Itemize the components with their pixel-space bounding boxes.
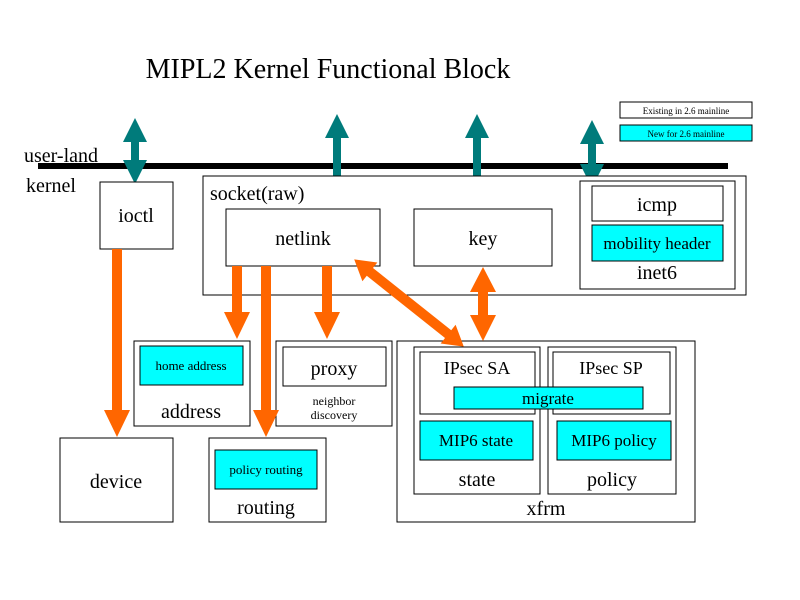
kernel-label: kernel	[26, 175, 76, 197]
ioctl-label: ioctl	[118, 205, 154, 227]
xfrm-label: xfrm	[527, 498, 566, 520]
arrow-netlink-to-proxy	[314, 266, 340, 339]
netlink-block	[225, 208, 381, 267]
user-land-label: user-land	[24, 145, 98, 167]
icmp-label: icmp	[637, 194, 677, 216]
inet6-label: inet6	[637, 262, 677, 284]
address-label: address	[161, 401, 221, 423]
ioctl-block	[99, 181, 174, 250]
device-label: device	[90, 471, 142, 493]
ipsec-sp-label: IPsec SP	[579, 358, 643, 378]
arrow-netlink-to-address	[224, 266, 250, 339]
legend: Existing in 2.6 mainline New for 2.6 mai…	[619, 101, 753, 142]
arrow-ioctl-to-device	[104, 249, 130, 437]
neighbor-discovery-label-1: neighbor	[313, 394, 356, 408]
ipsec-sa-label: IPsec SA	[444, 358, 511, 378]
mip6-state-block	[419, 420, 534, 461]
key-block	[413, 208, 553, 267]
state-label: state	[459, 469, 496, 491]
routing-label: routing	[237, 497, 295, 519]
arrow-netlink-to-routing	[253, 266, 279, 437]
socket-raw-label: socket(raw)	[210, 183, 304, 205]
netlink-label: netlink	[275, 228, 331, 250]
mobility-header-block	[591, 224, 724, 262]
mip6-policy-block	[556, 420, 672, 461]
proxy-label: proxy	[311, 358, 358, 380]
kernel-arrows	[104, 249, 496, 437]
device-block	[59, 437, 174, 523]
arrow-netlink-xfrm	[354, 259, 464, 347]
key-label: key	[469, 228, 498, 250]
proxy-block	[282, 346, 387, 387]
home-address-block	[139, 345, 244, 386]
diagram-title: MIPL2 Kernel Functional Block	[146, 54, 511, 85]
migrate-block	[453, 386, 644, 410]
legend-new-label: New for 2.6 mainline	[648, 129, 725, 139]
icmp-block	[591, 185, 724, 222]
policy-routing-block	[214, 449, 318, 490]
neighbor-discovery-label-2: discovery	[311, 408, 358, 422]
mip6-policy-label: MIP6 policy	[571, 431, 657, 450]
migrate-label: migrate	[522, 389, 574, 408]
legend-new-swatch	[619, 124, 753, 142]
legend-existing-swatch	[619, 101, 753, 119]
mobility-header-label: mobility header	[603, 234, 711, 253]
policy-routing-label: policy routing	[229, 462, 303, 477]
legend-existing-label: Existing in 2.6 mainline	[643, 106, 730, 116]
policy-label: policy	[587, 469, 637, 491]
arrow-key-xfrm	[470, 267, 496, 341]
home-address-label: home address	[155, 358, 226, 373]
mip6-state-label: MIP6 state	[439, 431, 513, 450]
